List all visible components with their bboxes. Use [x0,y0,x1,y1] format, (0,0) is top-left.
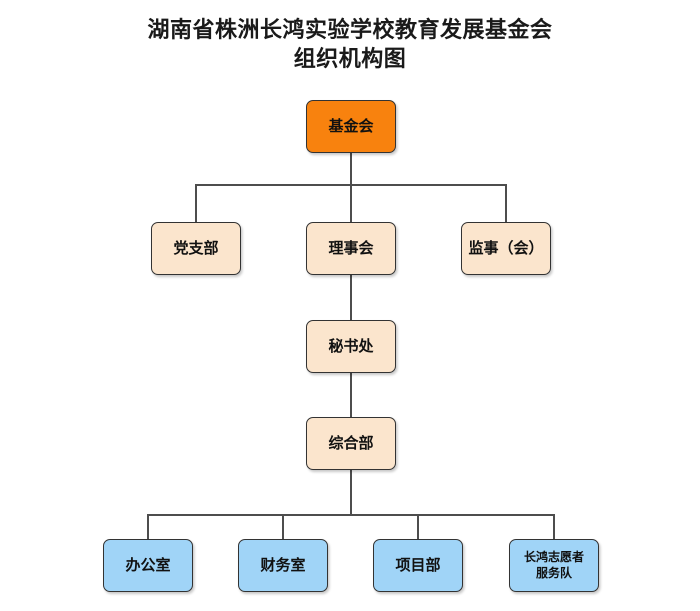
connector-drop-office [147,514,149,539]
node-board: 理事会 [306,222,396,275]
node-foundation: 基金会 [306,100,396,153]
node-party-branch: 党支部 [151,222,241,275]
connector-drop-finance [282,514,284,539]
connector-drop-party-branch [195,184,197,222]
node-office: 办公室 [103,539,193,592]
chart-title-line2: 组织机构图 [293,47,407,72]
node-general-dept: 综合部 [306,417,396,470]
connector-level5-bus [148,514,554,516]
connector-board-secretariat [350,275,352,320]
connector-general-down [350,470,352,515]
node-supervisors: 监事（会） [461,222,551,275]
connector-drop-supervisors [505,184,507,222]
connector-foundation-down [350,153,352,185]
node-secretariat: 秘书处 [306,320,396,373]
chart-title: 湖南省株洲长鸿实验学校教育发展基金会 组织机构图 [0,16,700,74]
node-finance: 财务室 [238,539,328,592]
connector-drop-project [417,514,419,539]
connector-drop-board [350,184,352,222]
chart-title-line1: 湖南省株洲长鸿实验学校教育发展基金会 [147,18,553,43]
connector-drop-volunteer [553,514,555,539]
connector-secretariat-general [350,372,352,417]
node-volunteer-team: 长鸿志愿者 服务队 [509,539,599,592]
node-project-dept: 项目部 [373,539,463,592]
